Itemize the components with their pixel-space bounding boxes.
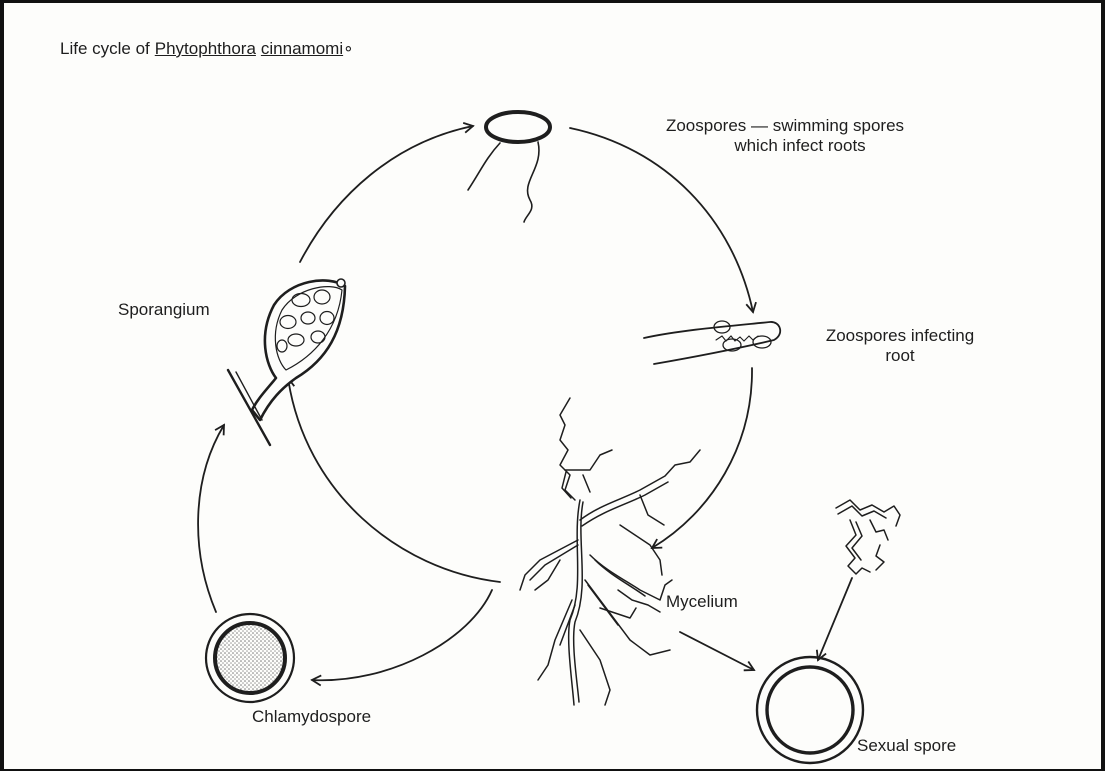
label-zoospores-line2: which infect roots	[640, 136, 930, 156]
sexual-spore-figure	[757, 657, 863, 763]
arrow-chlamydospore-to-sporangium	[198, 425, 224, 612]
sporangium-figure	[228, 279, 345, 445]
diagram-title: Life cycle of Phytophthora cinnamomi∘	[60, 39, 354, 59]
label-infecting-line1: Zoospores infecting	[800, 326, 1000, 346]
oogonium-hyphae-figure	[836, 500, 900, 574]
label-sporangium: Sporangium	[118, 300, 210, 320]
label-zoospores: Zoospores — swimming spores which infect…	[640, 116, 930, 156]
label-zoospores-infecting: Zoospores infecting root	[800, 326, 1000, 366]
label-zoospores-line1: Zoospores — swimming spores	[640, 116, 930, 136]
label-chlamydospore: Chlamydospore	[252, 707, 371, 727]
zoospore-figure	[468, 112, 550, 222]
arrow-oogonium-to-sexual-spore	[818, 578, 852, 660]
arrow-mycelium-to-chlamydospore	[312, 590, 492, 680]
title-genus: Phytophthora	[155, 39, 256, 58]
label-infecting-line2: root	[800, 346, 1000, 366]
label-sexual-spore: Sexual spore	[857, 736, 956, 756]
infected-root-figure	[644, 321, 780, 364]
title-species: cinnamomi	[261, 39, 343, 58]
arrow-mycelium-to-sporangium	[288, 378, 500, 582]
arrow-root-to-mycelium	[652, 368, 752, 548]
label-mycelium: Mycelium	[666, 592, 738, 612]
arrow-mycelium-to-sexual-spore	[680, 632, 754, 670]
chlamydospore-figure	[206, 614, 294, 702]
arrow-sporangium-to-zoospores	[300, 126, 473, 262]
mycelium-figure	[520, 398, 700, 705]
title-suffix: ∘	[343, 39, 354, 58]
title-prefix: Life cycle of	[60, 39, 150, 58]
